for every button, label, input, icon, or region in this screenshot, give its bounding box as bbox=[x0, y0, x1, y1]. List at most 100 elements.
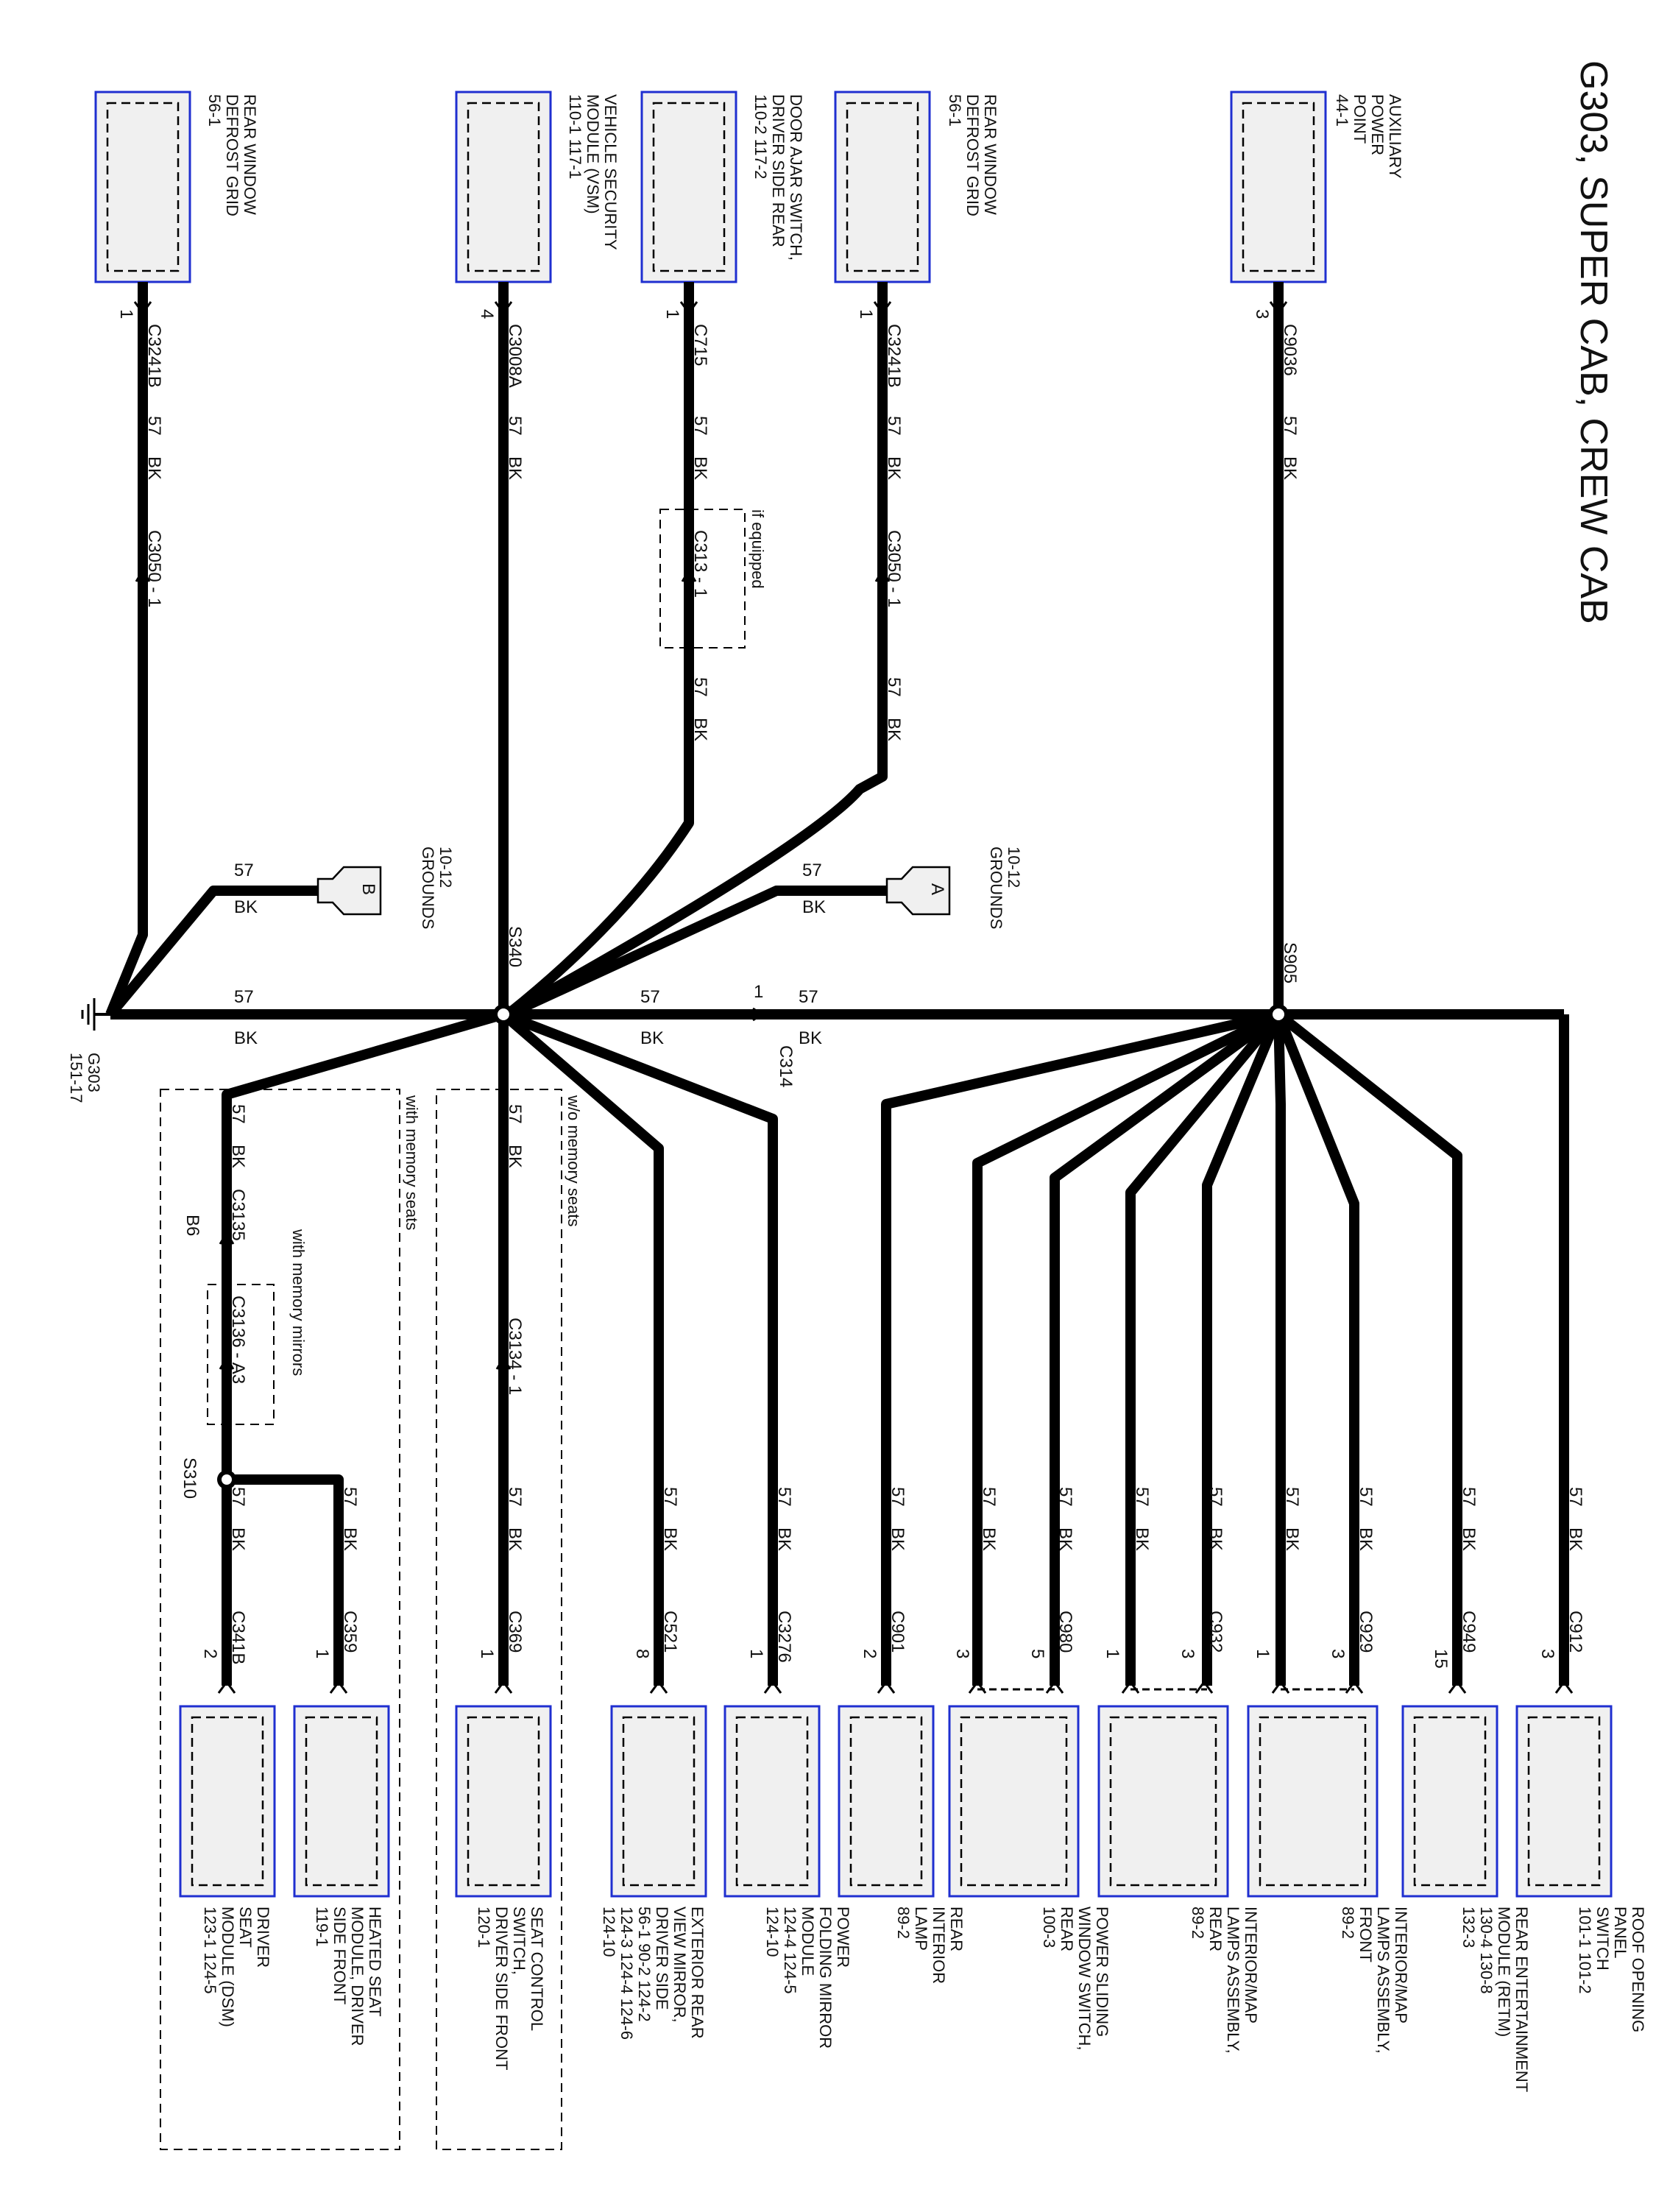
label-auxiliary-power-point: AUXILIARY POWER POINT 44-1 bbox=[1333, 94, 1404, 183]
wire-number-second-imfront: 57 bbox=[1282, 1487, 1302, 1507]
svg-text:B: B bbox=[358, 883, 378, 895]
wire-number-door: 57 bbox=[690, 416, 710, 436]
splice-label-s340: S340 bbox=[505, 926, 525, 967]
wire-color-ground-b: BK bbox=[234, 897, 258, 917]
option-box-wo-memory-seats bbox=[436, 1089, 562, 2150]
wire-number-dsm-upper: 57 bbox=[228, 1104, 248, 1124]
wire-number-second-pswin: 57 bbox=[979, 1487, 999, 1507]
pin2-label-bottom-imrear: 1 bbox=[1103, 1649, 1122, 1658]
wire-color-bottom-pfmm: BK bbox=[774, 1527, 794, 1551]
pin-label-bottom-retm: 15 bbox=[1431, 1649, 1451, 1669]
ground-symbol-g303 bbox=[81, 998, 110, 1031]
connector-label-bottom-ermirror: C521 bbox=[660, 1611, 680, 1653]
wire-color-second-imrear: BK bbox=[1132, 1527, 1152, 1551]
pin-label-door: 1 bbox=[662, 309, 682, 319]
pin-label-bottom-heatseat: 1 bbox=[312, 1649, 332, 1658]
label-rear-window-defrost-grid-left: REAR WINDOW DEFROST GRID 56-1 bbox=[205, 94, 259, 221]
wire-color-ground-a: BK bbox=[802, 897, 826, 917]
wire-color-bottom-pswin: BK bbox=[1055, 1527, 1075, 1551]
component-rear-window-defrost-grid-left bbox=[94, 91, 191, 283]
component-rear-window-defrost-grid-right bbox=[834, 91, 931, 283]
pin-label-bottom-ermirror: 8 bbox=[632, 1649, 652, 1658]
wire-number-bottom-dsm: 57 bbox=[228, 1487, 248, 1507]
label-exterior-rear-view-mirror: EXTERIOR REAR VIEW MIRROR, DRIVER SIDE 5… bbox=[600, 1907, 707, 2044]
pin-label-bottom-pswin: 5 bbox=[1027, 1649, 1047, 1658]
wire-number-bottom-ermirror: 57 bbox=[660, 1487, 680, 1507]
wire-number-trunk-mid: 57 bbox=[640, 987, 660, 1007]
wire-number-trunk-right: 57 bbox=[799, 987, 818, 1007]
pin-label-bottom-imrear: 3 bbox=[1178, 1649, 1197, 1658]
wire-number-ground-b: 57 bbox=[234, 861, 254, 880]
pin-label-bottom-rilamp: 2 bbox=[860, 1649, 880, 1658]
connector-label-bottom-retm: C949 bbox=[1459, 1611, 1479, 1653]
label-vehicle-security-module: VEHICLE SECURITY MODULE (VSM) 110-1 117-… bbox=[566, 94, 620, 254]
pin-label-bottom-roof: 3 bbox=[1538, 1649, 1557, 1658]
component-auxiliary-power-point bbox=[1230, 91, 1327, 283]
wire-number-bottom-pfmm: 57 bbox=[774, 1487, 794, 1507]
wire-color-bottom-retm: BK bbox=[1459, 1527, 1479, 1551]
wire-number-rwdg2: 57 bbox=[144, 416, 164, 436]
connector-label-bottom-rilamp: C901 bbox=[888, 1611, 907, 1653]
connector-label-bottom-imfront: C929 bbox=[1356, 1611, 1376, 1653]
label-power-folding-mirror-module: POWER FOLDING MIRROR MODULE 124-4 124-5 … bbox=[763, 1907, 852, 2053]
wire-number-bottom-imrear: 57 bbox=[1206, 1487, 1225, 1507]
svg-text:A: A bbox=[927, 883, 947, 895]
label-with-memory-seats: with memory seats bbox=[403, 1095, 421, 1230]
component-roof-opening-panel-switch bbox=[1515, 1705, 1613, 1898]
wire-number-bottom-imfront: 57 bbox=[1356, 1487, 1376, 1507]
component-rear-entertainment-module bbox=[1401, 1705, 1498, 1898]
connector-label-c3136: C3136 - A3 bbox=[228, 1296, 248, 1384]
option-box-if-equipped bbox=[659, 509, 746, 649]
wires bbox=[105, 282, 1569, 1686]
connector-label-bottom-pswin: C980 bbox=[1055, 1611, 1075, 1653]
component-interior-map-lamps-front bbox=[1247, 1705, 1379, 1898]
connector-label-bottom-imrear: C932 bbox=[1206, 1611, 1225, 1653]
splice-label-s905: S905 bbox=[1280, 942, 1300, 983]
wire-color-seat-switch-upper: BK bbox=[505, 1145, 525, 1168]
connector-label-bottom-seatsw: C369 bbox=[505, 1611, 525, 1653]
wire-color-second-pswin: BK bbox=[979, 1527, 999, 1551]
wire-color-aux: BK bbox=[1280, 456, 1300, 480]
splice-label-s310: S310 bbox=[180, 1457, 199, 1499]
wire-color-bottom-rilamp: BK bbox=[888, 1527, 907, 1551]
wire-number-trunk-left: 57 bbox=[234, 987, 254, 1007]
label-interior-map-lamps-front: INTERIOR/MAP LAMPS ASSEMBLY, FRONT 89-2 bbox=[1339, 1907, 1410, 2058]
label-ground-a: 10-12 GROUNDS bbox=[987, 847, 1023, 929]
component-vehicle-security-module bbox=[455, 91, 552, 283]
wire-color-bottom-dsm: BK bbox=[228, 1527, 248, 1551]
wire-number-aux: 57 bbox=[1280, 416, 1300, 436]
pin-label-bottom-imfront: 3 bbox=[1328, 1649, 1348, 1658]
top-connector-arrows bbox=[133, 301, 1288, 315]
wire-color-lower-door: BK bbox=[690, 718, 710, 741]
label-heated-seat-module: HEATED SEAT MODULE, DRIVER SIDE FRONT 11… bbox=[313, 1907, 384, 2051]
component-interior-map-lamps-rear bbox=[1097, 1705, 1229, 1898]
option-box-with-memory-mirrors bbox=[207, 1284, 275, 1425]
label-if-equipped: if equipped bbox=[749, 509, 767, 589]
connector-label-bottom-dsm: C341B bbox=[228, 1611, 248, 1664]
wire-color-bottom-heatseat: BK bbox=[340, 1527, 360, 1551]
wire-number-bottom-rilamp: 57 bbox=[888, 1487, 907, 1507]
wire-number-ground-a: 57 bbox=[802, 861, 822, 880]
component-exterior-rear-view-mirror bbox=[610, 1705, 707, 1898]
c314-label: C314 bbox=[776, 1045, 796, 1087]
connector-label-rwdg1: C3241B bbox=[884, 324, 904, 388]
wire-number-vsm: 57 bbox=[505, 416, 525, 436]
label-rear-entertainment-module: REAR ENTERTAINMENT MODULE (RETM) 130-4 1… bbox=[1459, 1907, 1531, 2096]
ground-flag-b: B bbox=[316, 866, 382, 916]
wire-color-rwdg1: BK bbox=[884, 456, 904, 480]
label-ground-b: 10-12 GROUNDS bbox=[419, 847, 455, 929]
wire-color-dsm-upper: BK bbox=[228, 1145, 248, 1168]
wire-color-door: BK bbox=[690, 456, 710, 480]
pin-label-aux: 3 bbox=[1252, 309, 1272, 319]
wire-color-bottom-imrear: BK bbox=[1206, 1527, 1225, 1551]
wire-color-bottom-imfront: BK bbox=[1356, 1527, 1376, 1551]
wire-color-bottom-seatsw: BK bbox=[505, 1527, 525, 1551]
pin-label-vsm: 4 bbox=[477, 309, 497, 319]
wire-number-bottom-retm: 57 bbox=[1459, 1487, 1479, 1507]
wire-color-bottom-ermirror: BK bbox=[660, 1527, 680, 1551]
pin-label-b6: B6 bbox=[183, 1215, 202, 1236]
pin-label-bottom-dsm: 2 bbox=[200, 1649, 220, 1658]
label-power-sliding-window-switch: POWER SLIDING WINDOW SWITCH, REAR 100-3 bbox=[1040, 1907, 1111, 2055]
